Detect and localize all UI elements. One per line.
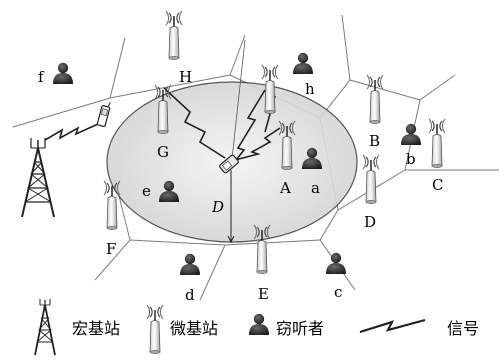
legend: 宏基站 微基站 窃听者 信号 <box>34 299 479 356</box>
legend-signal-icon <box>359 318 426 334</box>
listener-label-h: h <box>305 80 315 98</box>
listener-d <box>180 253 200 275</box>
legend-signal-label: 信号 <box>447 319 479 338</box>
legend-macro-label: 宏基站 <box>72 319 120 338</box>
micro-station-d <box>362 154 380 205</box>
micro-station-e <box>253 224 271 275</box>
listener-label-a: a <box>311 179 320 197</box>
micro-station-h <box>165 10 183 61</box>
station-label-g: G <box>157 143 169 161</box>
listener-label-c: c <box>334 283 342 301</box>
station-label-c: C <box>432 176 443 194</box>
legend-listener-label: 窃听者 <box>276 319 324 338</box>
listener-c <box>326 252 346 274</box>
distance-label: D <box>211 198 224 216</box>
signal-links <box>44 87 281 171</box>
micro-station-b <box>366 74 384 125</box>
listener-b <box>401 123 421 145</box>
listener-label-b: b <box>406 150 416 168</box>
mobile-phone-icon <box>96 102 111 128</box>
micro-station-c <box>428 118 446 169</box>
station-label-e: E <box>258 285 269 303</box>
listener-h <box>293 52 313 74</box>
station-label-a: A <box>279 179 291 197</box>
distance-arrow <box>227 39 246 244</box>
legend-listener-icon <box>249 313 269 335</box>
listener-label-d: d <box>185 286 195 304</box>
listener-label-e: e <box>142 182 151 200</box>
station-label-h: H <box>179 68 192 86</box>
legend-micro-icon <box>146 304 164 355</box>
legend-macro-icon <box>34 299 56 356</box>
station-label-f: F <box>106 240 116 258</box>
macro-base-station-tower <box>21 138 55 218</box>
legend-micro-label: 微基站 <box>170 319 218 338</box>
listener-label-f: f <box>38 68 45 86</box>
listener-f <box>53 62 73 84</box>
user-device-icon <box>219 154 239 174</box>
station-label-b: B <box>369 132 380 150</box>
station-label-d: D <box>364 213 376 231</box>
micro-station-f <box>103 180 121 231</box>
